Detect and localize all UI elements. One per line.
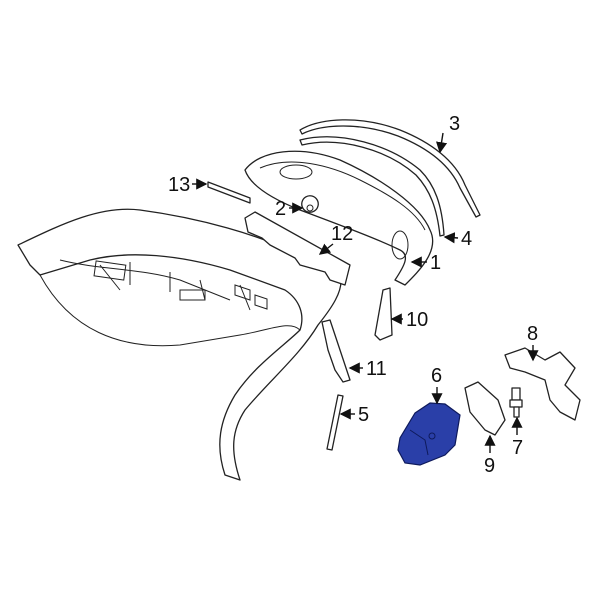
part-3-trim-strip (299, 119, 481, 218)
part-13-bracket (207, 181, 251, 204)
svg-text:13: 13 (168, 174, 190, 196)
part-9-plate (464, 381, 506, 436)
part-10-panel (374, 287, 393, 341)
svg-text:7: 7 (512, 437, 523, 459)
callout-4: 4 (443, 228, 472, 250)
part-12-reinforcement (244, 211, 351, 286)
part-7-stud (509, 387, 523, 418)
callout-6: 6 (431, 365, 443, 405)
part-8-bracket (504, 347, 581, 421)
callout-8: 8 (527, 323, 539, 362)
svg-text:2: 2 (275, 198, 286, 220)
callout-3: 3 (435, 113, 460, 154)
callouts: 1 2 3 4 5 6 7 8 9 10 11 12 13 (168, 113, 539, 477)
callout-11: 11 (348, 358, 387, 380)
callout-9: 9 (484, 434, 496, 477)
callout-10: 10 (390, 309, 428, 331)
part-6-sensor-housing (397, 402, 461, 466)
callout-5: 5 (339, 404, 369, 426)
callout-7: 7 (511, 416, 523, 459)
callout-13: 13 (168, 174, 208, 196)
svg-text:12: 12 (331, 223, 353, 245)
svg-text:1: 1 (430, 252, 441, 274)
svg-text:5: 5 (358, 404, 369, 426)
svg-text:10: 10 (406, 309, 428, 331)
callout-12: 12 (318, 223, 353, 255)
part-5-strip (326, 394, 344, 451)
part-2-clip (301, 195, 319, 213)
svg-text:6: 6 (431, 365, 442, 387)
callout-2: 2 (275, 198, 304, 220)
svg-text:9: 9 (484, 455, 495, 477)
svg-text:11: 11 (366, 358, 387, 380)
svg-text:4: 4 (461, 228, 472, 250)
svg-text:3: 3 (449, 113, 460, 135)
svg-text:8: 8 (527, 323, 538, 345)
callout-1: 1 (410, 252, 441, 274)
part-4-strip (299, 136, 445, 237)
part-11-panel (321, 319, 351, 383)
bumper-cover (17, 208, 342, 481)
part-1-diffuser (244, 150, 434, 286)
